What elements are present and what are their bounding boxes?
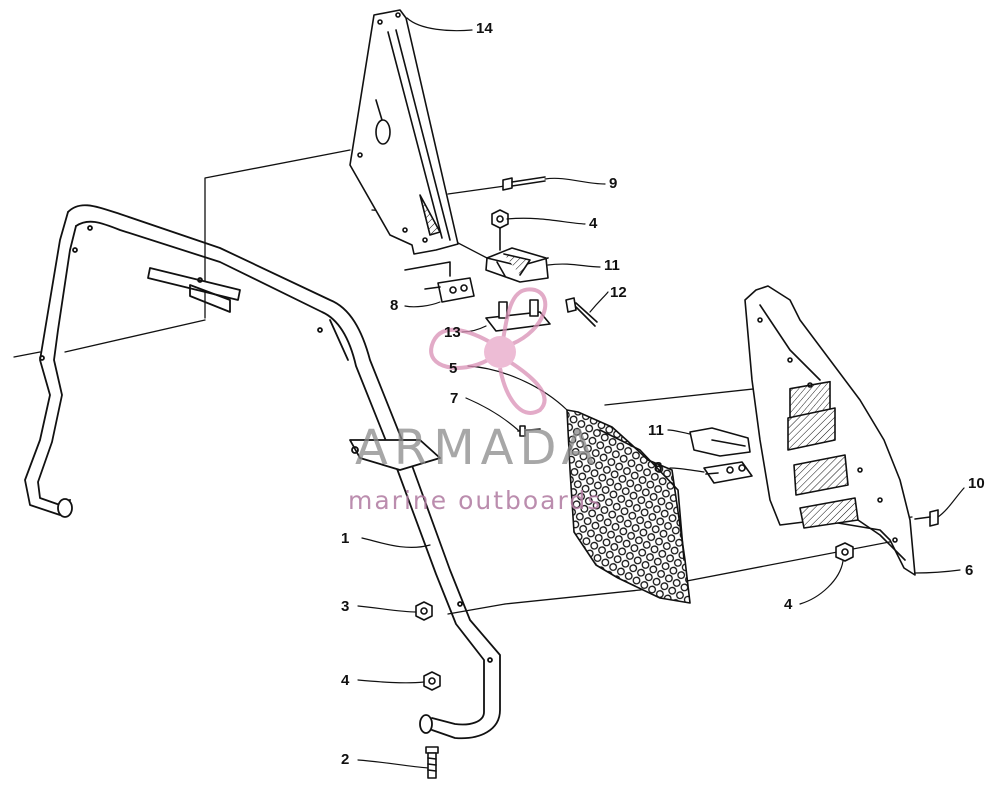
callout-1: 1	[341, 530, 350, 547]
callout-14: 14	[476, 20, 493, 37]
callout-13: 13	[444, 324, 461, 341]
bracket-8-upper	[404, 261, 475, 303]
side-panel-upper	[349, 9, 459, 255]
pin-12	[565, 297, 598, 327]
watermark-title: ARMADA	[355, 420, 601, 476]
callout-12: 12	[610, 284, 627, 301]
propeller-logo-icon	[429, 287, 548, 415]
watermark-subtitle: marine outboards	[348, 486, 603, 515]
bolt-9	[502, 176, 546, 191]
screw-7	[517, 425, 541, 437]
callout-4-right: 4	[784, 596, 793, 613]
nut-4-right	[835, 542, 854, 562]
handle-bar-frame-1	[24, 204, 501, 740]
screw-10	[914, 509, 939, 527]
callout-3: 3	[341, 598, 350, 615]
nut-3	[415, 601, 433, 621]
callout-11-upper: 11	[604, 257, 620, 274]
side-panel-lower	[744, 285, 916, 576]
bracket-8-lower	[703, 461, 753, 484]
callout-6: 6	[965, 562, 974, 579]
bracket-13	[485, 299, 551, 332]
nut-4-lower	[423, 671, 441, 691]
mesh-grille-5	[566, 409, 691, 604]
callout-4-upper: 4	[589, 215, 598, 232]
callout-2: 2	[341, 751, 350, 768]
callout-7: 7	[450, 390, 459, 407]
callout-8-lower: 8	[654, 459, 663, 476]
nut-4-upper	[491, 209, 509, 251]
callout-11-lower: 11	[648, 422, 664, 439]
bracket-11-upper	[485, 247, 549, 283]
bracket-11-lower	[689, 427, 751, 457]
callout-5: 5	[449, 360, 458, 377]
callout-4-lower: 4	[341, 672, 350, 689]
callout-8-upper: 8	[390, 297, 399, 314]
bolt-2	[425, 746, 439, 779]
callout-10: 10	[968, 475, 985, 492]
callout-9: 9	[609, 175, 618, 192]
leader-lines	[357, 17, 965, 769]
